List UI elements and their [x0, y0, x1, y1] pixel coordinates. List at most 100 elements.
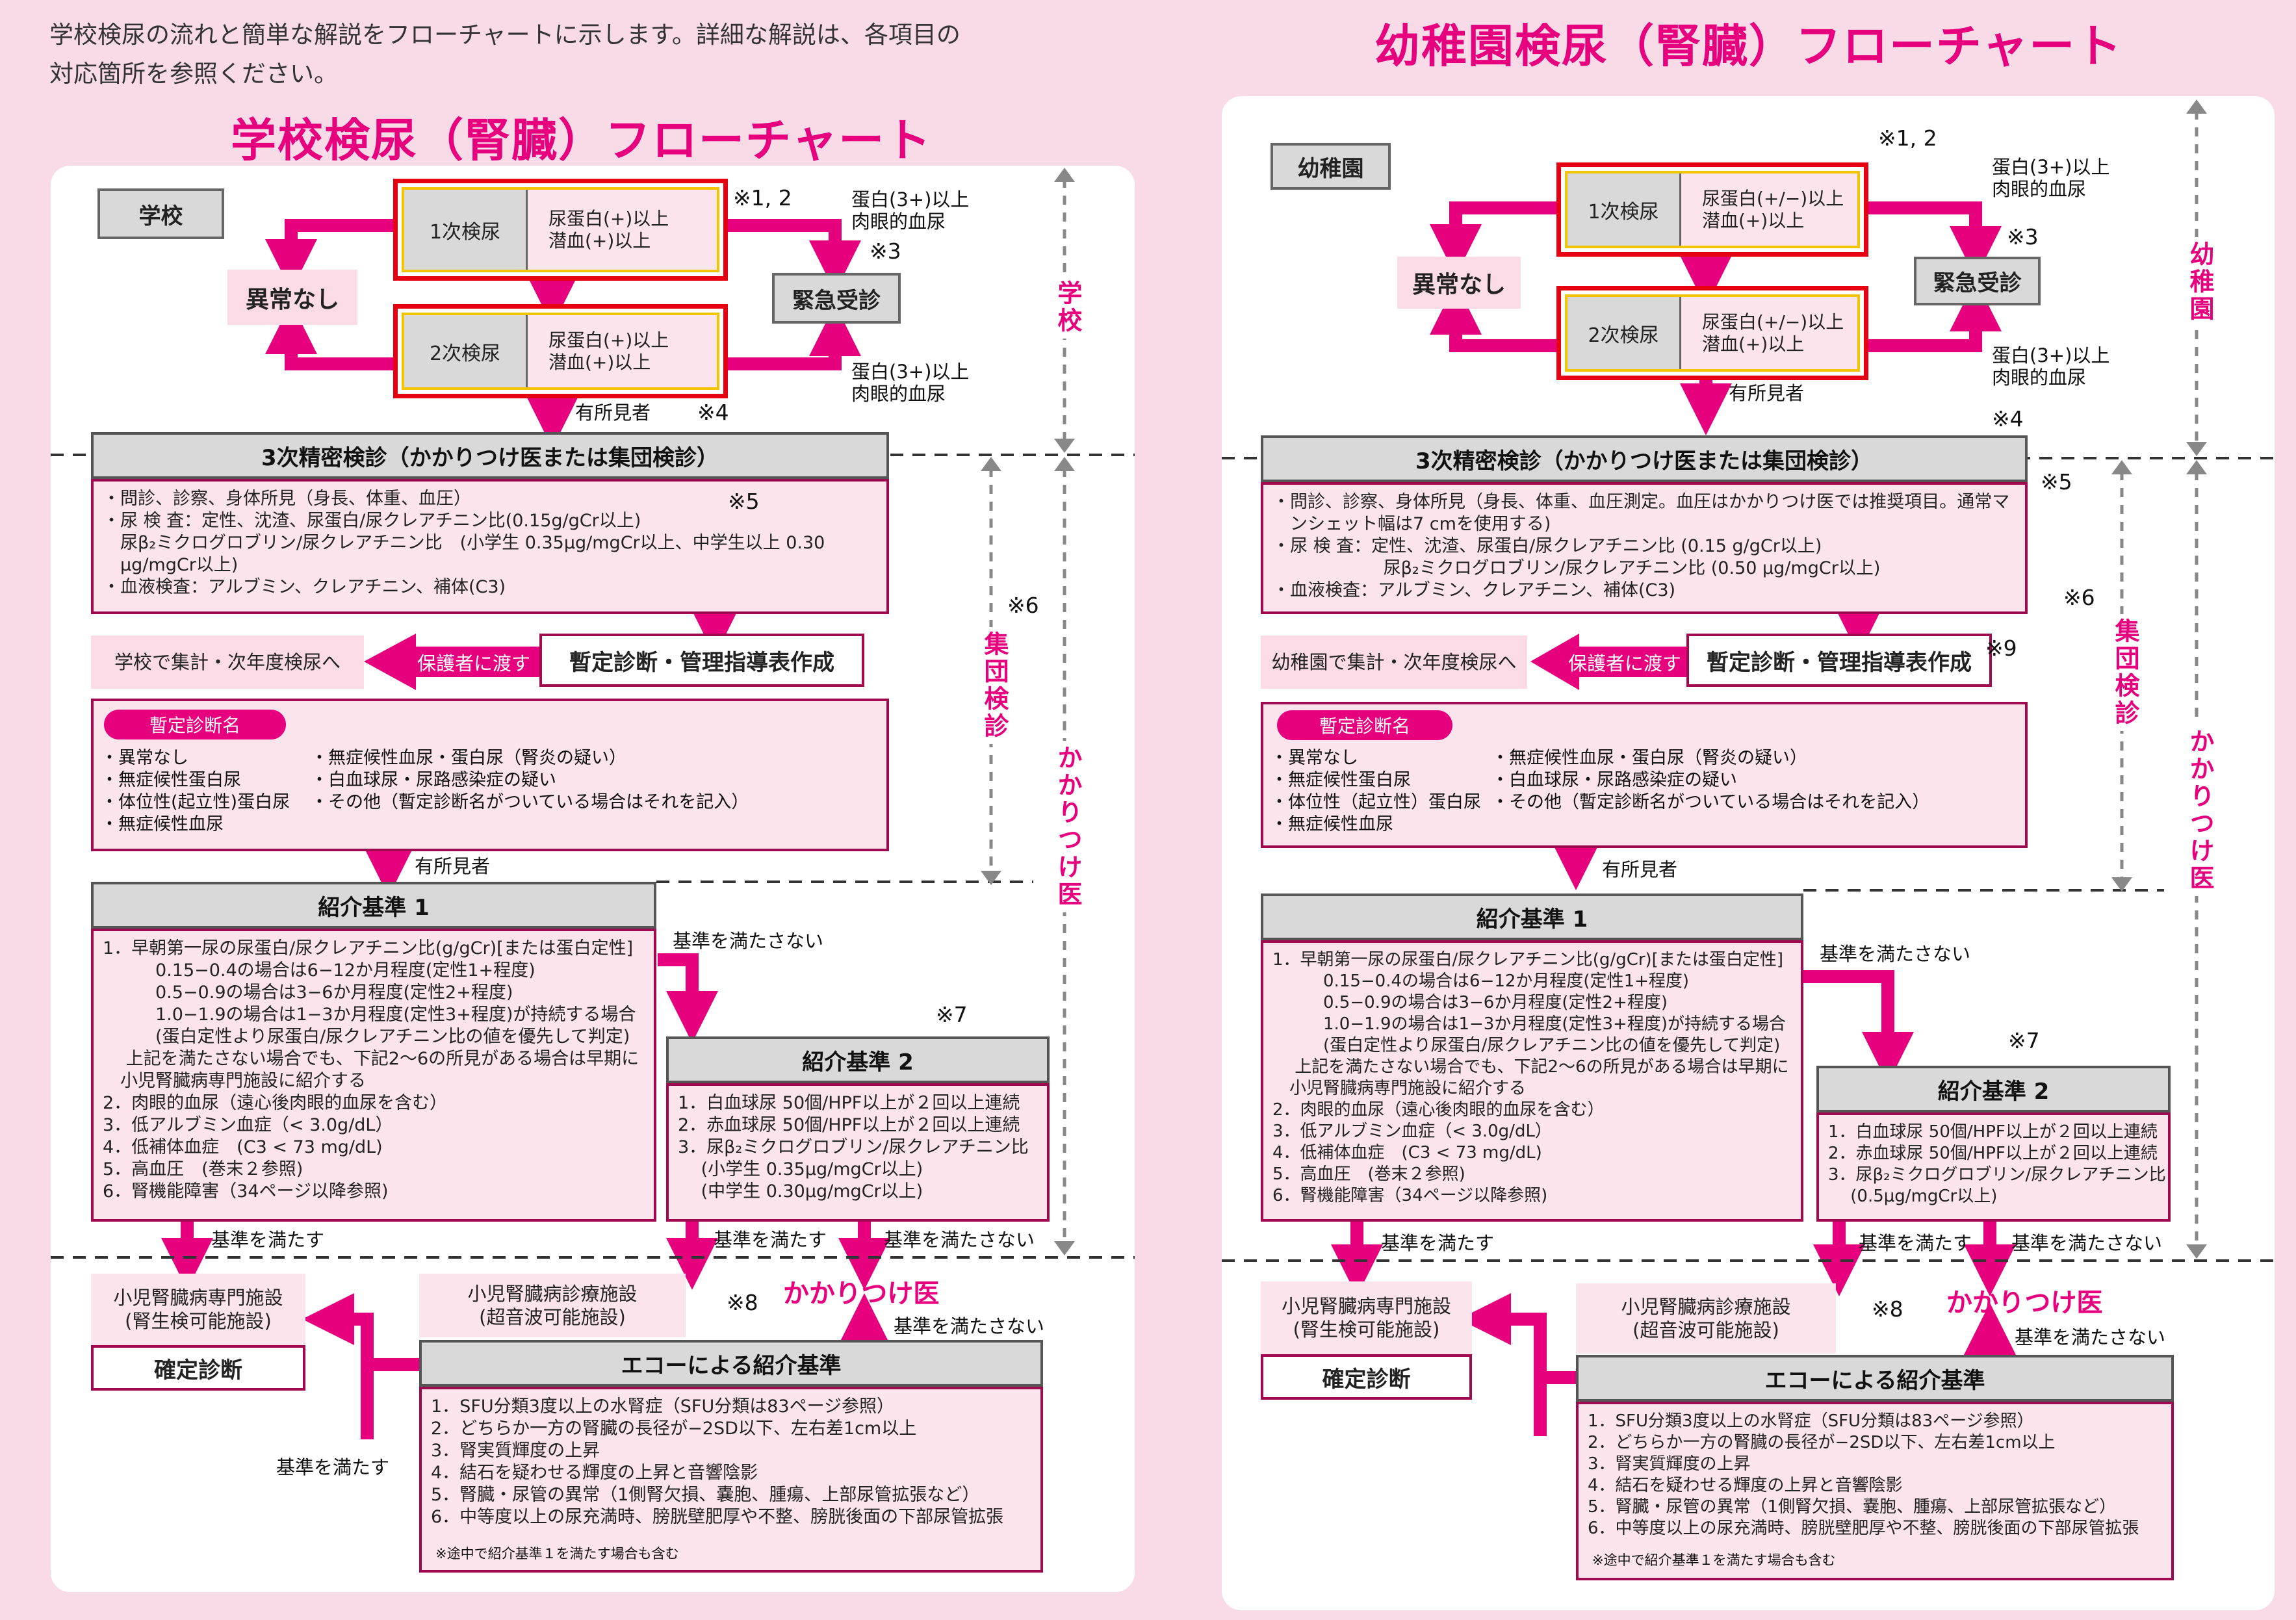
r-note-4: ※4	[1992, 406, 2024, 431]
r-second-screening-label: 2次検尿	[1567, 297, 1681, 369]
not-meet-label-3: 基準を満たさない	[894, 1315, 1045, 1337]
school-chart-title: 学校検尿（腎臓）フローチャート	[231, 114, 933, 167]
r-give-guardian-label: 保護者に渡す	[1567, 652, 1681, 675]
second-screening-criteria: 尿蛋白(+)以上 潜血(+)以上	[548, 329, 669, 373]
r-note-3: ※3	[2007, 224, 2039, 250]
provisional-names-tag: 暫定診断名	[104, 710, 286, 739]
r-first-screening-criteria: 尿蛋白(+/−)以上 潜血(+)以上	[1702, 187, 1844, 231]
detail-exam-body: ・問診、診察、身体所見（身長、体重、血圧） ・尿 検 査：定性、沈渣、尿蛋白/尿…	[91, 479, 889, 614]
meet-label-1: 基準を満たす	[211, 1229, 325, 1251]
referral-criteria-1-body: 1．早朝第一尿の尿蛋白/尿クレアチニン比(g/gCr)[または蛋白定性] 0.1…	[91, 929, 656, 1222]
note-3: ※3	[870, 238, 901, 264]
r-emergency-visit: 緊急受診	[1914, 257, 2041, 305]
note-5: ※5	[728, 489, 760, 514]
side-label-school: 学校	[1050, 276, 1086, 339]
side-label-kindergarten: 幼稚園	[2182, 237, 2218, 327]
first-screening-criteria: 尿蛋白(+)以上 潜血(+)以上	[548, 207, 669, 251]
r-note-6: ※6	[2063, 585, 2095, 610]
r-family-doctor-label: かかりつけ医	[1946, 1288, 2103, 1318]
detail-exam-header: 3次精密検診（かかりつけ医または集団検診）	[91, 432, 889, 479]
r-not-meet-label: 基準を満たさない	[1820, 943, 1971, 965]
echo-criteria-body: 1．SFU分類3度以上の水腎症（SFU分類は83ページ参照） 2．どちらか一方の…	[419, 1387, 1043, 1573]
clinic-facility: 小児腎臓病診療施設 (超音波可能施設)	[419, 1274, 686, 1337]
r-meet-label-1: 基準を満たす	[1381, 1232, 1495, 1254]
emergency-criteria-top: 蛋白(3+)以上 肉眼的血尿	[851, 188, 970, 233]
r-note-8: ※8	[1872, 1296, 1903, 1322]
school-tally: 学校で集計・次年度検尿へ	[91, 636, 364, 689]
r-clinic-facility: 小児腎臓病診療施設 (超音波可能施設)	[1576, 1283, 1836, 1354]
r-emergency-criteria-bottom: 蛋白(3+)以上 肉眼的血尿	[1992, 344, 2110, 389]
note-1-2: ※1, 2	[733, 185, 792, 211]
finding-label: 有所見者	[575, 402, 651, 424]
r-finding-label-2: 有所見者	[1602, 858, 1678, 881]
r-confirmed-diagnosis: 確定診断	[1261, 1354, 1472, 1400]
kindergarten-tally: 幼稚園で集計・次年度検尿へ	[1261, 636, 1527, 689]
r-echo-criteria-body: 1．SFU分類3度以上の水腎症（SFU分類は83ページ参照） 2．どちらか一方の…	[1576, 1402, 2174, 1580]
referral-criteria-2-header: 紹介基準 2	[666, 1036, 1050, 1083]
give-guardian-label: 保護者に渡す	[417, 652, 530, 675]
r-note-9: ※9	[1985, 636, 2017, 661]
r-provisional-names-tag: 暫定診断名	[1277, 710, 1452, 740]
r-meet-label-2: 基準を満たす	[1859, 1232, 1972, 1254]
confirmed-diagnosis: 確定診断	[91, 1345, 305, 1391]
r-second-screening-box: 2次検尿 尿蛋白(+/−)以上 潜血(+)以上	[1556, 286, 1868, 380]
emergency-visit: 緊急受診	[772, 273, 901, 324]
r-echo-footnote: ※途中で紹介基準１を満たす場合も含む	[1592, 1552, 1836, 1568]
not-meet-label: 基準を満たさない	[673, 930, 824, 952]
emergency-criteria-bottom: 蛋白(3+)以上 肉眼的血尿	[851, 361, 970, 405]
r-emergency-criteria-top: 蛋白(3+)以上 肉眼的血尿	[1992, 156, 2110, 200]
kindergarten-chart-title: 幼稚園検尿（腎臓）フローチャート	[1374, 19, 2123, 73]
r-side-label-family: かかりつけ医	[2182, 725, 2218, 896]
r-detail-exam-header: 3次精密検診（かかりつけ医または集団検診）	[1261, 435, 2028, 482]
intro-text: 学校検尿の流れと簡単な解説をフローチャートに示します。詳細な解説は、各項目の 対…	[49, 21, 961, 88]
echo-footnote: ※途中で紹介基準１を満たす場合も含む	[435, 1546, 679, 1562]
provisional-names-col1: ・異常なし ・無症候性蛋白尿 ・体位性(起立性)蛋白尿 ・無症候性血尿	[101, 748, 290, 834]
r-note-5: ※5	[2041, 469, 2072, 495]
r-side-label-group: 集団検診	[2108, 614, 2143, 731]
first-screening-label: 1次検尿	[404, 190, 528, 270]
normal-result: 異常なし	[227, 270, 357, 325]
note-8: ※8	[727, 1290, 758, 1315]
r-specialist-facility: 小児腎臓病専門施設 (腎生検可能施設)	[1261, 1281, 1472, 1354]
finding-label-2: 有所見者	[415, 855, 491, 877]
r-second-screening-criteria: 尿蛋白(+/−)以上 潜血(+)以上	[1702, 311, 1844, 355]
note-4: ※4	[697, 400, 729, 425]
r-provisional-diagnosis-box: 暫定診断・管理指導表作成	[1686, 634, 1992, 687]
r-note-7: ※7	[2008, 1028, 2040, 1053]
r-referral-criteria-2-body: 1．白血球尿 50個/HPF以上が２回以上連続 2．赤血球尿 50個/HPF以上…	[1816, 1112, 2171, 1222]
second-screening-label: 2次検尿	[404, 315, 528, 387]
meet-label-3: 基準を満たす	[276, 1456, 390, 1478]
r-provisional-names-col2: ・無症候性血尿・蛋白尿（腎炎の疑い） ・白血球尿・尿路感染症の疑い ・その他（暫…	[1491, 748, 1930, 812]
referral-criteria-2-body: 1．白血球尿 50個/HPF以上が２回以上連続 2．赤血球尿 50個/HPF以上…	[666, 1083, 1050, 1222]
note-6: ※6	[1007, 593, 1039, 618]
r-note-1-2: ※1, 2	[1878, 125, 1937, 151]
not-meet-label-2: 基準を満たさない	[884, 1229, 1035, 1251]
echo-criteria-header: エコーによる紹介基準	[419, 1340, 1043, 1387]
r-echo-criteria-header: エコーによる紹介基準	[1576, 1355, 2174, 1402]
r-not-meet-label-3: 基準を満たさない	[2015, 1326, 2166, 1348]
r-first-screening-label: 1次検尿	[1567, 174, 1681, 246]
r-first-screening-box: 1次検尿 尿蛋白(+/−)以上 潜血(+)以上	[1556, 162, 1868, 257]
r-provisional-names-col1: ・異常なし ・無症候性蛋白尿 ・体位性（起立性）蛋白尿 ・無症候性血尿	[1271, 748, 1481, 834]
family-doctor-label: かかりつけ医	[783, 1279, 940, 1309]
provisional-diagnosis-box: 暫定診断・管理指導表作成	[539, 634, 864, 687]
first-screening-box: 1次検尿 尿蛋白(+)以上 潜血(+)以上	[393, 179, 728, 281]
referral-criteria-1-header: 紹介基準 1	[91, 882, 656, 929]
school-place-label: 学校	[97, 188, 224, 239]
side-label-group: 集団検診	[977, 627, 1013, 744]
r-normal-result: 異常なし	[1397, 257, 1521, 309]
second-screening-box: 2次検尿 尿蛋白(+)以上 潜血(+)以上	[393, 304, 728, 398]
r-referral-criteria-2-header: 紹介基準 2	[1816, 1066, 2171, 1112]
side-label-family: かかりつけ医	[1050, 741, 1086, 912]
provisional-names-col2: ・無症候性血尿・蛋白尿（腎炎の疑い） ・白血球尿・尿路感染症の疑い ・その他（暫…	[311, 748, 749, 812]
r-not-meet-label-2: 基準を満たさない	[2011, 1232, 2163, 1254]
r-referral-criteria-1-header: 紹介基準 1	[1261, 894, 1803, 940]
r-detail-exam-body: ・問診、診察、身体所見（身長、体重、血圧測定。血圧はかかりつけ医では推奨項目。通…	[1261, 482, 2028, 614]
kindergarten-place-label: 幼稚園	[1271, 143, 1391, 190]
note-7: ※7	[936, 1002, 968, 1027]
meet-label-2: 基準を満たす	[714, 1229, 827, 1251]
r-referral-criteria-1-body: 1．早朝第一尿の尿蛋白/尿クレアチニン比(g/gCr)[または蛋白定性] 0.1…	[1261, 940, 1803, 1222]
specialist-facility: 小児腎臓病専門施設 (腎生検可能施設)	[91, 1274, 305, 1345]
r-finding-label: 有所見者	[1729, 382, 1805, 404]
